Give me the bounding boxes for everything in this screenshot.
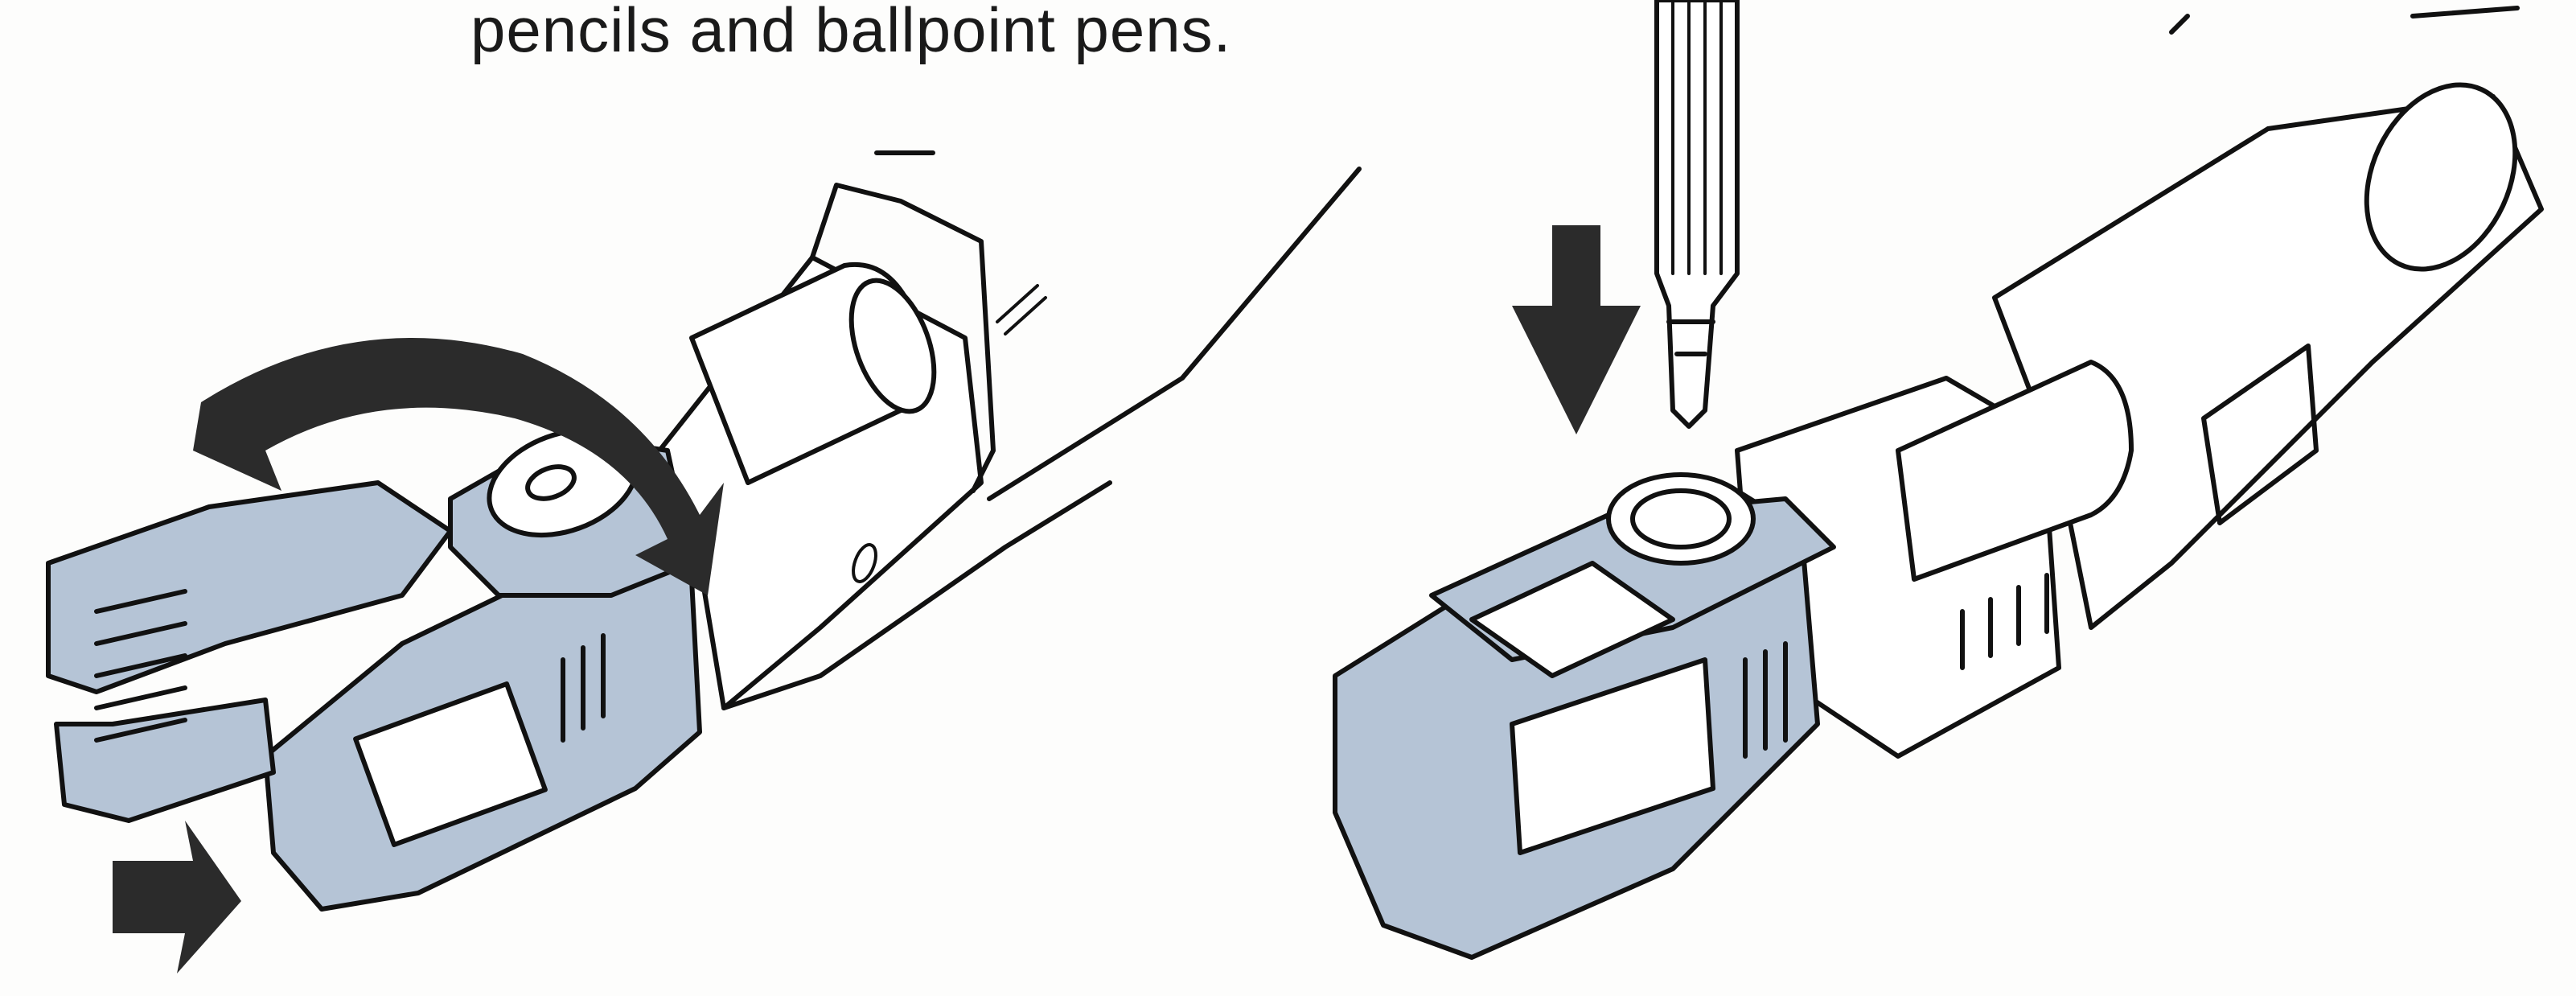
left-grip-ridges [94, 589, 187, 743]
left-carriage-outline [810, 183, 996, 493]
push-arrow-icon [113, 821, 241, 973]
right-cylinder [1896, 360, 2134, 582]
pen-tip-lines [1671, 0, 1723, 275]
left-clip-lower-jaw [54, 698, 276, 823]
right-figure [1333, 0, 2544, 960]
insert-arrow-icon [1512, 225, 1641, 434]
rotate-arrow-icon [193, 338, 724, 595]
right-arm-end [2364, 82, 2518, 272]
pen-tip-cone [1666, 319, 1715, 356]
right-carriage-vents [1960, 573, 2049, 670]
right-pen-socket [1606, 472, 1756, 566]
left-small-hole [852, 543, 877, 583]
right-side-ridges [1743, 641, 1788, 759]
left-rail-line [874, 150, 1362, 501]
left-hatch-lines [996, 284, 1047, 335]
right-clip-window [1510, 657, 1715, 855]
right-clip-triangle [1469, 561, 1675, 678]
caption-text: pencils and ballpoint pens. [470, 0, 1232, 65]
right-arm-panel [2201, 344, 2319, 525]
right-pen-socket-inner [1630, 488, 1732, 549]
left-rail-lower [721, 480, 1112, 710]
left-side-ridges [561, 633, 606, 743]
right-page-edge [2169, 6, 2520, 35]
left-clip-upper-jaw [46, 480, 453, 694]
left-clip-window [353, 681, 548, 847]
pen-tip-icon [1654, 0, 1740, 429]
left-pivot-inner [525, 464, 577, 501]
left-figure [46, 150, 1362, 973]
left-cylinder-end [848, 278, 937, 414]
